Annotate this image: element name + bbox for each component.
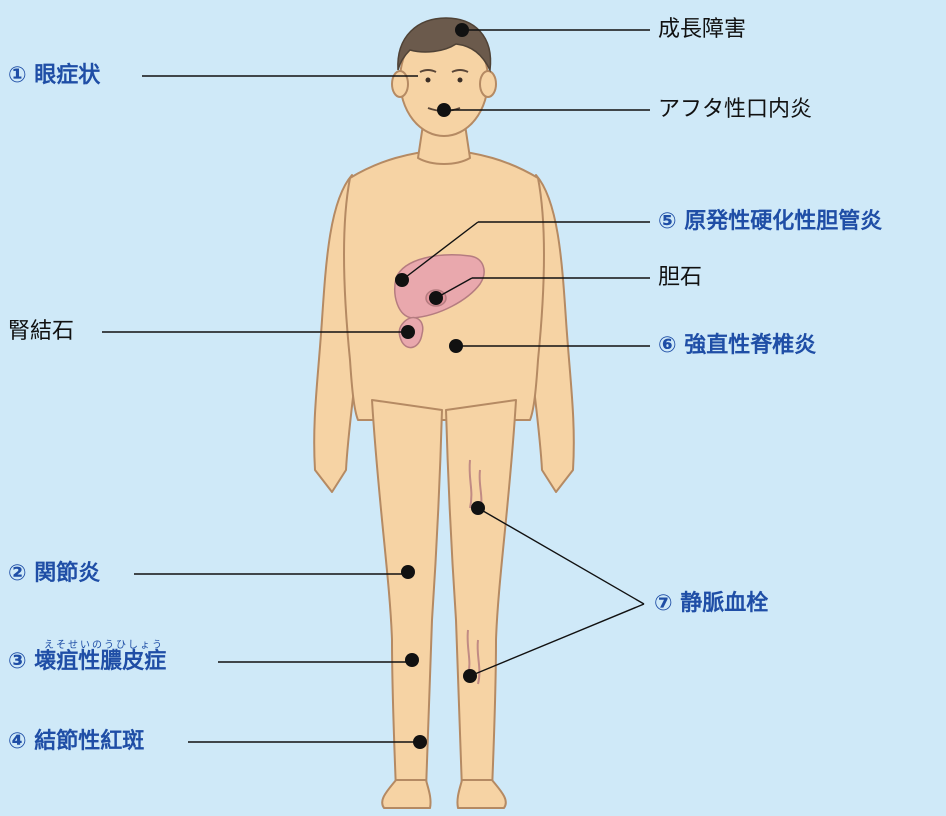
label-erythema-nodosum: ④ 結節性紅斑	[8, 729, 144, 755]
marker-spine	[449, 339, 463, 353]
label-primary-sclerosing-cholangitis: ⑤ 原発性硬化性胆管炎	[658, 209, 882, 235]
marker-shin	[405, 653, 419, 667]
label-aphthous-stomatitis: アフタ性口内炎	[658, 97, 812, 123]
label-gallstone: 胆石	[658, 265, 702, 291]
label-growth-disorder: 成長障害	[658, 17, 746, 43]
marker-kidney	[401, 325, 415, 339]
marker-liver	[395, 273, 409, 287]
label-ankylosing-spondylitis: ⑥ 強直性脊椎炎	[658, 333, 816, 359]
marker-mouth	[437, 103, 451, 117]
label-arthritis: ② 関節炎	[8, 561, 100, 587]
human-figure	[314, 24, 574, 808]
marker-knee	[401, 565, 415, 579]
marker-ankle	[413, 735, 427, 749]
marker-vein-lower	[463, 669, 477, 683]
marker-gallbladder	[429, 291, 443, 305]
marker-vein-upper	[471, 501, 485, 515]
label-pyoderma-gangrenosum: ③ 壊疽性膿皮症	[8, 649, 166, 675]
marker-hair	[455, 23, 469, 37]
label-venous-thrombosis: ⑦ 静脈血栓	[654, 591, 768, 617]
label-eye-symptoms: ① 眼症状	[8, 63, 100, 89]
label-kidney-stone: 腎結石	[8, 319, 74, 345]
